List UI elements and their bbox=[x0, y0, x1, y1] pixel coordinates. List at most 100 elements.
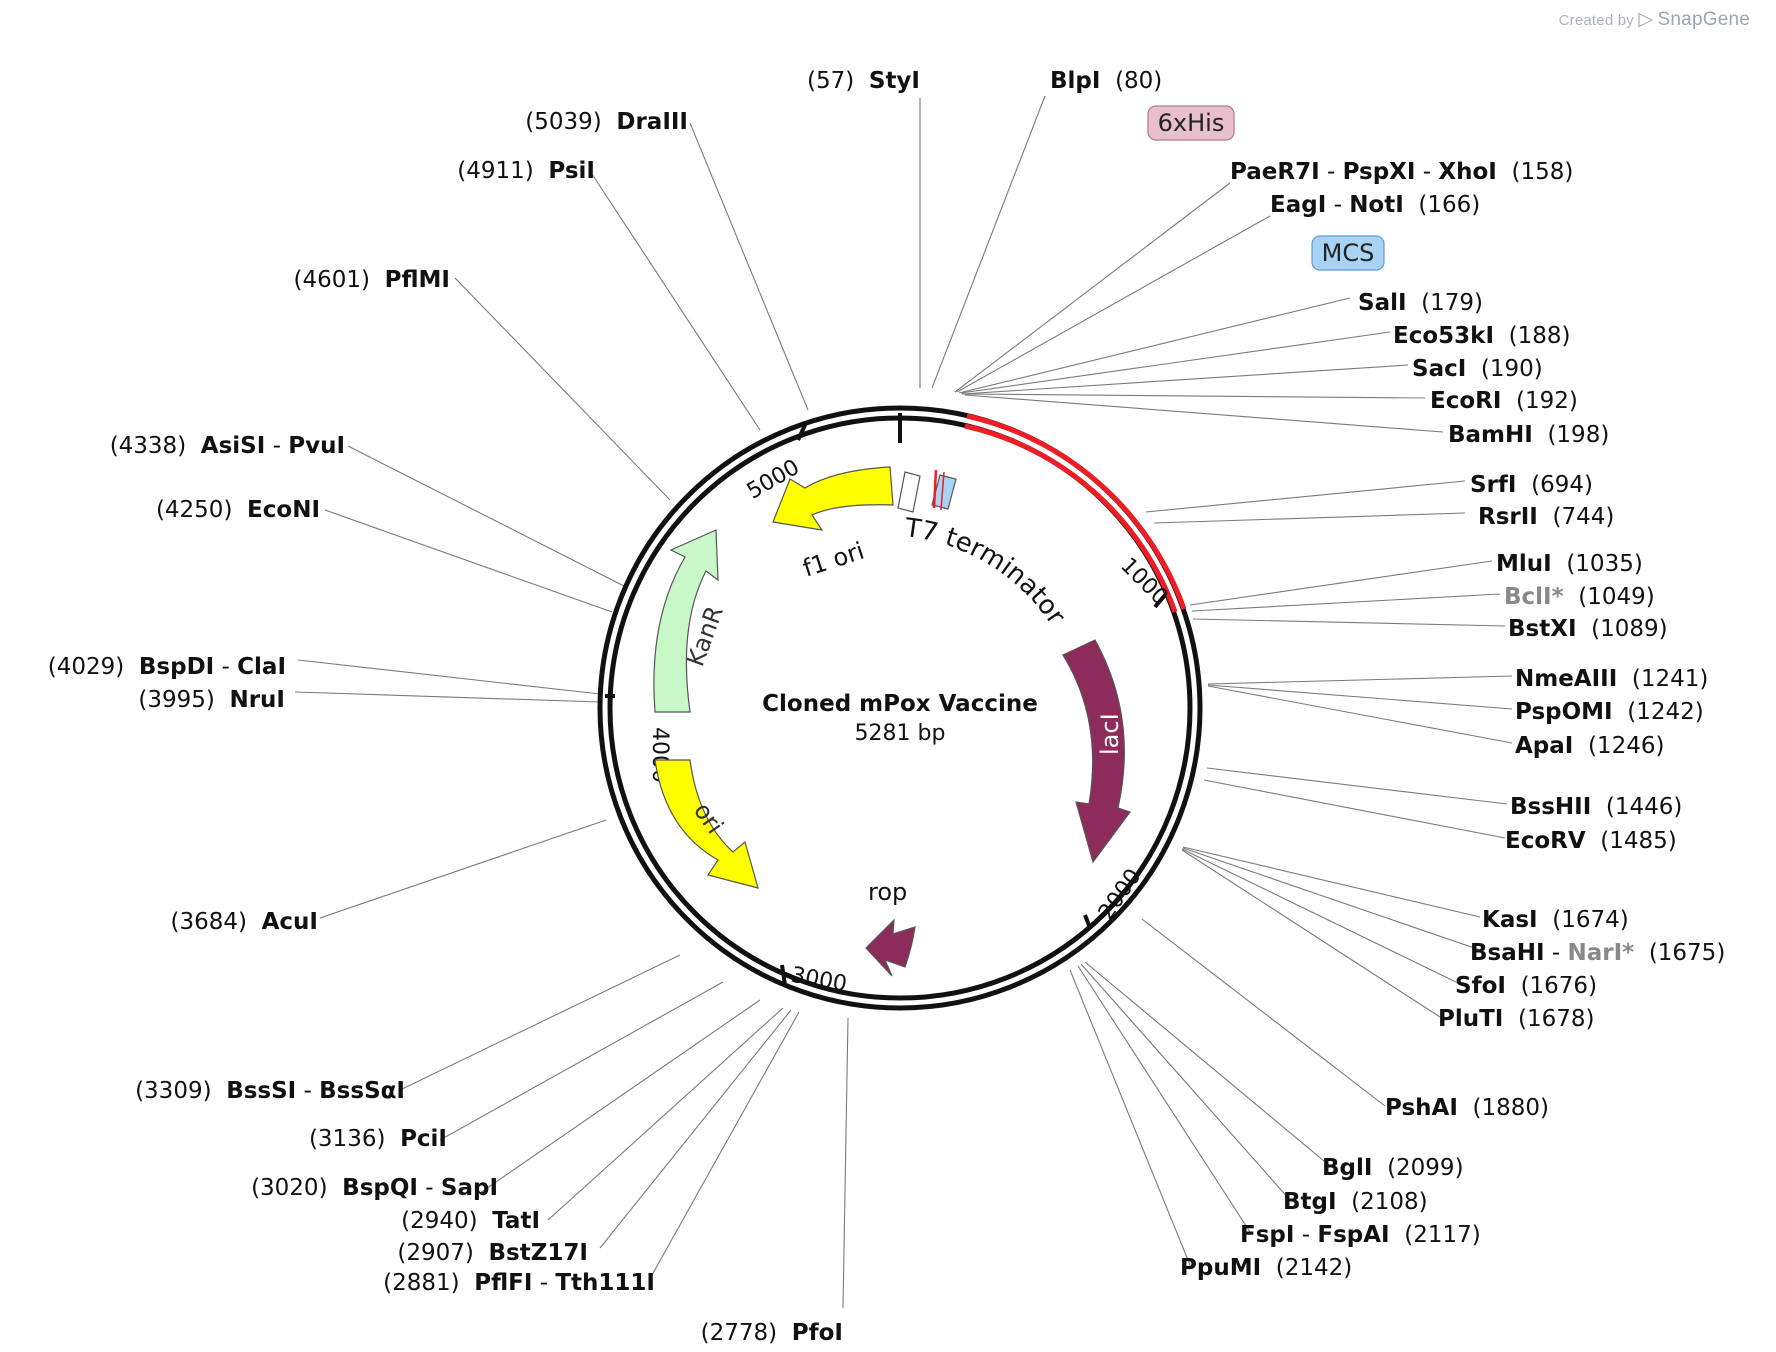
site-position: (1676) bbox=[1521, 973, 1597, 999]
enzyme-name: PluTI bbox=[1438, 1006, 1503, 1032]
site-position: (192) bbox=[1516, 388, 1578, 414]
laci-label: lacI bbox=[1096, 713, 1124, 755]
enzyme-name: PciI bbox=[400, 1126, 447, 1152]
snapgene-logo: ▷ bbox=[1638, 9, 1654, 30]
site-label-asisi: (4338) AsiSI - PvuI bbox=[110, 433, 345, 459]
enzyme-name: PfoI bbox=[792, 1320, 843, 1346]
enzyme-name: AcuI bbox=[262, 909, 318, 935]
enzyme-name: PflMI bbox=[385, 267, 450, 293]
site-position: (1035) bbox=[1566, 551, 1642, 577]
site-label-pcii: (3136) PciI bbox=[309, 1126, 447, 1152]
site-label-bspqi: (3020) BspQI - SapI bbox=[251, 1175, 498, 1201]
enzyme-name: FspAI bbox=[1317, 1222, 1389, 1248]
enzyme-name: BsaHI bbox=[1470, 940, 1545, 966]
site-position: (1675) bbox=[1649, 940, 1725, 966]
site-position: (2907) bbox=[397, 1240, 473, 1266]
site-label-pspomi: PspOMI (1242) bbox=[1515, 699, 1704, 725]
leader-ecori bbox=[962, 393, 1426, 399]
enzyme-name: DraIII bbox=[616, 109, 688, 135]
site-position: (2117) bbox=[1404, 1222, 1480, 1248]
site-position: (2142) bbox=[1276, 1255, 1352, 1281]
enzyme-name: PvuI bbox=[288, 433, 345, 459]
site-label-bsahi: BsaHI - NarI* (1675) bbox=[1470, 940, 1725, 966]
leader-bsshii bbox=[1206, 767, 1508, 805]
highlight-inner bbox=[964, 423, 1178, 613]
enzyme-name: NmeAIII bbox=[1515, 666, 1617, 692]
site-position: (2778) bbox=[701, 1320, 777, 1346]
site-position: (80) bbox=[1115, 68, 1162, 94]
rop-label: rop bbox=[868, 878, 907, 906]
leader-draiii bbox=[689, 122, 809, 411]
enzyme-name: BssHII bbox=[1510, 794, 1591, 820]
leader-econi bbox=[324, 509, 613, 613]
enzyme-name: BglI bbox=[1322, 1155, 1372, 1181]
tick-5000 bbox=[796, 424, 807, 441]
site-position: (4250) bbox=[156, 497, 232, 523]
leader-drui bbox=[294, 691, 601, 703]
site-position: (190) bbox=[1481, 356, 1543, 382]
enzyme-name: BspDI bbox=[139, 654, 214, 680]
leader-psii bbox=[589, 170, 761, 431]
enzyme-name: SacI bbox=[1412, 356, 1466, 382]
feature-tags: 6xHis MCS bbox=[1147, 105, 1385, 271]
leader-rsrii bbox=[1153, 512, 1466, 524]
site-label-fspi: FspI - FspAI (2117) bbox=[1240, 1222, 1481, 1248]
site-label-nrui: (3995) NruI bbox=[138, 687, 285, 713]
enzyme-name: EcoNI bbox=[247, 497, 320, 523]
leader-bspqi bbox=[479, 999, 761, 1194]
site-position: (694) bbox=[1531, 472, 1593, 498]
leader-eagi bbox=[956, 215, 1271, 393]
leader-bsahi bbox=[1182, 847, 1481, 951]
enzyme-name: PshAI bbox=[1385, 1095, 1458, 1121]
enzyme-name: SfoI bbox=[1455, 973, 1506, 999]
leader-pshai bbox=[1141, 918, 1386, 1107]
enzyme-name: BspQI bbox=[342, 1175, 418, 1201]
enzyme-name: PflFI bbox=[474, 1270, 532, 1296]
leader-acui bbox=[319, 819, 607, 919]
site-label-econi: (4250) EcoNI bbox=[156, 497, 320, 523]
leader-bspdi bbox=[297, 659, 601, 695]
site-label-btgi: BtgI (2108) bbox=[1283, 1189, 1428, 1215]
enzyme-name: EcoRV bbox=[1505, 828, 1586, 854]
enzyme-name: StyI bbox=[869, 68, 920, 94]
leader-pflfi bbox=[651, 1011, 800, 1276]
site-position: (2881) bbox=[383, 1270, 459, 1296]
site-label-psii: (4911) PsiI bbox=[457, 158, 595, 184]
ori-arrow bbox=[654, 759, 759, 889]
enzyme-name: SrfI bbox=[1470, 472, 1516, 498]
leader-tati bbox=[547, 1007, 784, 1221]
site-position: (4911) bbox=[457, 158, 533, 184]
plasmid-name: Cloned mPox Vaccine bbox=[762, 691, 1038, 717]
enzyme-name: FspI bbox=[1240, 1222, 1294, 1248]
leader-fspi bbox=[1077, 965, 1251, 1233]
leader-paer7i bbox=[954, 182, 1231, 393]
leader-lines bbox=[294, 95, 1513, 1309]
ruler-ticks bbox=[605, 413, 1167, 986]
t7-terminator-box bbox=[897, 471, 921, 513]
enzyme-name: BlpI bbox=[1050, 68, 1100, 94]
leader-bstxi bbox=[1192, 618, 1506, 627]
enzyme-name: BamHI bbox=[1448, 422, 1533, 448]
watermark-prefix: Created by bbox=[1558, 12, 1634, 29]
site-label-ecori: EcoRI (192) bbox=[1430, 388, 1578, 414]
site-position: (1485) bbox=[1600, 828, 1676, 854]
enzyme-name: PspOMI bbox=[1515, 699, 1613, 725]
enzyme-name: BssSI bbox=[226, 1078, 296, 1104]
site-label-apai: ApaI (1246) bbox=[1515, 733, 1664, 759]
6xhis-tag bbox=[1147, 105, 1235, 141]
site-label-saci: SacI (190) bbox=[1412, 356, 1543, 382]
enzyme-name: Tth111I bbox=[555, 1270, 655, 1296]
site-position: (1241) bbox=[1632, 666, 1708, 692]
enzyme-name: SapI bbox=[441, 1175, 498, 1201]
site-position: (1242) bbox=[1627, 699, 1703, 725]
site-label-paer7i: PaeR7I - PspXI - XhoI (158) bbox=[1230, 159, 1573, 185]
site-label-rsrii: RsrII (744) bbox=[1478, 504, 1614, 530]
site-label-eco53ki: Eco53kI (188) bbox=[1393, 323, 1571, 349]
site-position: (1089) bbox=[1591, 616, 1667, 642]
site-position: (4338) bbox=[110, 433, 186, 459]
enzyme-name: MluI bbox=[1496, 551, 1552, 577]
site-label-srfi: SrfI (694) bbox=[1470, 472, 1593, 498]
site-label-pflmi: (4601) PflMI bbox=[294, 267, 450, 293]
leader-bcli bbox=[1191, 593, 1501, 612]
